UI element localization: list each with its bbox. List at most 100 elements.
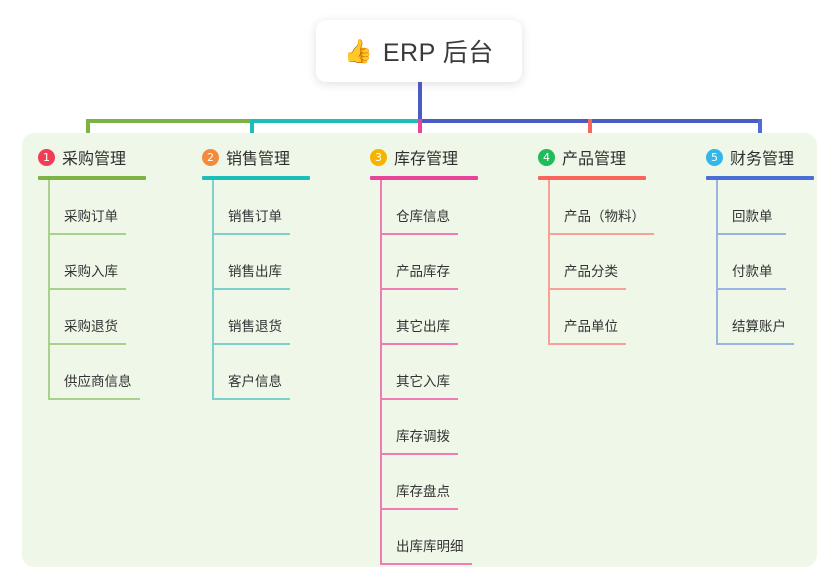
branch-column-1: 1 采购管理采购订单采购入库采购退货供应商信息	[38, 145, 146, 400]
branch-item-label: 其它出库	[396, 319, 450, 334]
branch-item[interactable]: 产品分类	[538, 235, 646, 290]
branch-item[interactable]: 其它入库	[370, 345, 478, 400]
branch-header-3[interactable]: 3 库存管理	[370, 145, 478, 169]
branch-item-rule	[212, 233, 290, 235]
branch-item-rule	[380, 453, 458, 455]
branch-item-rule	[716, 233, 786, 235]
branch-item[interactable]: 采购退货	[38, 290, 146, 345]
connector-stem	[418, 82, 422, 121]
branch-item[interactable]: 产品库存	[370, 235, 478, 290]
root-node-label: ERP 后台	[382, 39, 494, 67]
branch-items: 销售订单销售出库销售退货客户信息	[202, 180, 310, 400]
branch-item[interactable]: 库存盘点	[370, 455, 478, 510]
connector-segment-4	[588, 119, 762, 123]
connector-segment-1	[86, 119, 252, 123]
branch-item-label: 出库库明细	[396, 539, 464, 554]
branch-item-label: 仓库信息	[396, 209, 450, 224]
branch-title-label: 采购管理	[62, 151, 127, 168]
branch-column-3: 3 库存管理仓库信息产品库存其它出库其它入库库存调拨库存盘点出库库明细	[370, 145, 478, 565]
branch-badge-4: 4	[538, 148, 555, 166]
branch-items: 产品（物料） 产品分类产品单位	[538, 180, 654, 345]
branch-item-rule	[548, 233, 654, 235]
branch-item[interactable]: 回款单	[706, 180, 814, 235]
branch-items: 采购订单采购入库采购退货供应商信息	[38, 180, 146, 400]
branch-item-label: 销售退货	[228, 319, 282, 334]
branch-header-4[interactable]: 4 产品管理	[538, 145, 646, 169]
branch-item-label: 产品分类	[564, 264, 618, 279]
branch-item-label: 付款单	[732, 264, 773, 279]
branch-item[interactable]: 出库库明细	[370, 510, 478, 565]
branch-item[interactable]: 销售订单	[202, 180, 310, 235]
root-node[interactable]: 👍 ERP 后台	[316, 20, 522, 82]
branch-item[interactable]: 仓库信息	[370, 180, 478, 235]
branch-item-label: 结算账户	[732, 319, 786, 334]
branch-badge-1: 1	[38, 148, 55, 166]
branch-item-rule	[212, 398, 290, 400]
branch-trunk-line	[380, 180, 382, 565]
branch-item-label: 库存调拨	[396, 429, 450, 444]
branch-item[interactable]: 库存调拨	[370, 400, 478, 455]
branch-item-label: 其它入库	[396, 374, 450, 389]
branch-header-rule	[38, 176, 146, 180]
branch-items: 仓库信息产品库存其它出库其它入库库存调拨库存盘点出库库明细	[370, 180, 478, 565]
branch-item[interactable]: 付款单	[706, 235, 814, 290]
branch-trunk-line	[212, 180, 214, 400]
branch-item-rule	[548, 288, 626, 290]
branch-header-rule	[202, 176, 310, 180]
branch-badge-3: 3	[370, 148, 387, 166]
branch-item-label: 采购入库	[64, 264, 118, 279]
branch-item[interactable]: 采购入库	[38, 235, 146, 290]
branch-title-label: 产品管理	[562, 151, 627, 168]
branch-badge-5: 5	[706, 148, 723, 166]
branch-header-rule	[370, 176, 478, 180]
mindmap-panel	[22, 133, 817, 567]
branch-header-5[interactable]: 5 财务管理	[706, 145, 814, 169]
branch-title-label: 库存管理	[394, 151, 459, 168]
branch-item-rule	[716, 288, 786, 290]
branch-item-rule	[380, 508, 458, 510]
branch-item-label: 产品库存	[396, 264, 450, 279]
branch-item-rule	[212, 343, 290, 345]
branch-item-rule	[380, 233, 458, 235]
branch-item-label: 产品单位	[564, 319, 618, 334]
branch-column-5: 5 财务管理回款单付款单结算账户	[706, 145, 814, 345]
branch-header-rule	[538, 176, 646, 180]
branch-item-rule	[48, 233, 126, 235]
branch-header-rule	[706, 176, 814, 180]
branch-item-label: 销售订单	[228, 209, 282, 224]
branch-title-label: 财务管理	[730, 151, 795, 168]
branch-item-rule	[380, 398, 458, 400]
branch-item-label: 销售出库	[228, 264, 282, 279]
branch-item-label: 回款单	[732, 209, 773, 224]
branch-trunk-line	[548, 180, 550, 345]
branch-header-1[interactable]: 1 采购管理	[38, 145, 146, 169]
branch-item-rule	[548, 343, 626, 345]
branch-item[interactable]: 客户信息	[202, 345, 310, 400]
branch-column-4: 4 产品管理产品（物料） 产品分类产品单位	[538, 145, 654, 345]
branch-item[interactable]: 销售出库	[202, 235, 310, 290]
thumbs-up-icon: 👍	[344, 37, 373, 64]
branch-item-rule	[380, 288, 458, 290]
branch-item[interactable]: 产品（物料）	[538, 180, 654, 235]
branch-item[interactable]: 结算账户	[706, 290, 814, 345]
branch-item-rule	[380, 343, 458, 345]
branch-item-rule	[212, 288, 290, 290]
branch-item[interactable]: 产品单位	[538, 290, 646, 345]
branch-title-label: 销售管理	[226, 151, 291, 168]
branch-item-label: 采购退货	[64, 319, 118, 334]
branch-item-label: 供应商信息	[64, 374, 132, 389]
branch-item-rule	[380, 563, 472, 565]
branch-item[interactable]: 销售退货	[202, 290, 310, 345]
branch-item[interactable]: 供应商信息	[38, 345, 146, 400]
branch-item[interactable]: 采购订单	[38, 180, 146, 235]
branch-trunk-line	[48, 180, 50, 400]
branch-item[interactable]: 其它出库	[370, 290, 478, 345]
connector-segment-3	[418, 119, 590, 123]
branch-item-label: 采购订单	[64, 209, 118, 224]
branch-trunk-line	[716, 180, 718, 345]
connector-segment-2	[250, 119, 420, 123]
branch-item-label: 库存盘点	[396, 484, 450, 499]
